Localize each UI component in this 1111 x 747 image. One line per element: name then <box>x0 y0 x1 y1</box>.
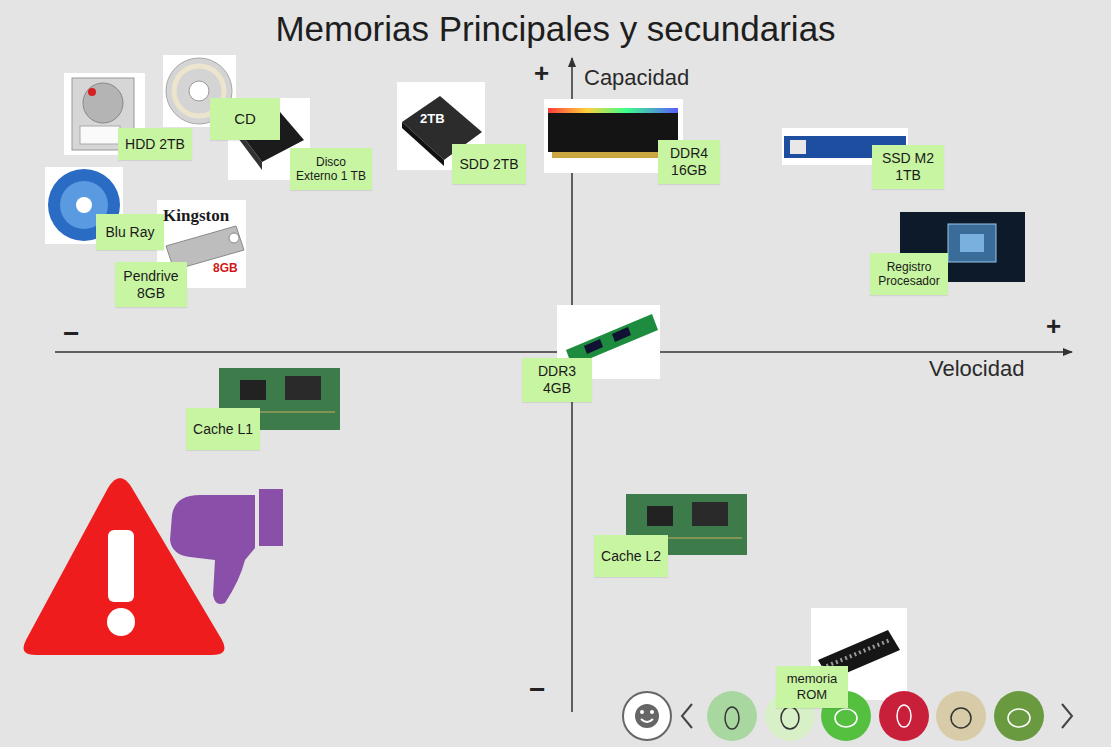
ddr3-picture-part <box>584 339 603 354</box>
note-text: Registro Procesador <box>874 260 944 289</box>
cd-picture-part <box>189 81 209 101</box>
toolbar-part <box>1062 704 1072 728</box>
axis-sign: − <box>63 320 79 348</box>
toolbar-part <box>781 707 799 729</box>
cache-l2-picture-part <box>692 502 728 526</box>
sticky-note: Cache L2 <box>594 535 668 577</box>
toolbar-part <box>951 708 971 728</box>
note-text: Cache L1 <box>193 421 253 438</box>
axes <box>55 58 1072 712</box>
sticky-note: SSD M2 1TB <box>872 145 944 189</box>
axis-sign: − <box>529 676 545 704</box>
hdd-picture-part <box>80 126 120 144</box>
toolbar-part <box>879 691 929 741</box>
note-text: Pendrive 8GB <box>119 268 183 302</box>
thumbs-down-icon-part <box>170 495 255 604</box>
sticky-note: DDR3 4GB <box>522 358 592 402</box>
toolbar-part <box>725 707 739 729</box>
bluray-picture-part <box>76 197 92 213</box>
cache-l1-picture-part <box>240 380 266 400</box>
note-text: Cache L2 <box>601 548 661 565</box>
m2-ssd-picture-part <box>790 140 806 154</box>
sticky-note: Registro Procesador <box>870 253 948 295</box>
thumbs-down-icon-part <box>259 489 283 546</box>
note-text: CD <box>234 110 256 128</box>
toolbar-part <box>897 705 911 727</box>
note-text: Blu Ray <box>105 224 154 241</box>
toolbar-part <box>650 710 654 714</box>
note-text: DDR3 4GB <box>526 363 588 397</box>
axis-sign: + <box>1046 313 1061 339</box>
note-text: memoria ROM <box>780 671 844 702</box>
sticky-note: HDD 2TB <box>118 128 192 160</box>
note-text: DDR4 16GB <box>662 145 716 179</box>
processor-picture-part <box>960 234 984 252</box>
sticky-note: memoria ROM <box>776 666 848 708</box>
toolbar-part <box>725 707 971 729</box>
ssd-picture-part <box>402 122 444 166</box>
toolbar-part <box>707 691 757 741</box>
sticky-note: Cache L1 <box>186 408 260 450</box>
note-text: SSD M2 1TB <box>876 150 940 184</box>
toolbar-part <box>623 692 671 740</box>
thumbs-down-icon <box>170 489 283 604</box>
toolbar-part <box>641 719 653 722</box>
capacity-text: 8GB <box>213 262 238 274</box>
note-text: HDD 2TB <box>125 136 185 153</box>
toolbar-part <box>835 705 1030 727</box>
hdd-picture-part <box>88 88 96 96</box>
warning-sign-part <box>108 530 134 602</box>
toolbar-part <box>682 704 692 728</box>
cache-l1-picture-part <box>285 376 321 400</box>
sticky-note: CD <box>210 98 280 140</box>
ddr3-picture-part <box>612 327 631 342</box>
ddr4-picture-part <box>552 152 674 158</box>
axis-sign: + <box>534 60 549 86</box>
sticky-note: SDD 2TB <box>452 144 526 184</box>
cache-l2-picture-part <box>647 506 673 526</box>
ddr4-picture-part <box>548 108 678 113</box>
capacity-text: 2TB <box>420 112 445 125</box>
sticky-note: Pendrive 8GB <box>115 262 187 307</box>
rom-chip-picture-part <box>822 640 890 668</box>
brand-text: Kingston <box>163 207 229 224</box>
hdd-picture-part <box>83 83 123 123</box>
toolbar-part <box>640 710 644 714</box>
sticky-note: Blu Ray <box>96 214 164 250</box>
note-text: SDD 2TB <box>459 156 518 173</box>
slide-title: Memorias Principales y secundarias <box>0 10 1111 49</box>
toolbar-part <box>835 709 857 727</box>
toolbar-part <box>994 691 1044 741</box>
warning-sign-part <box>107 608 135 636</box>
toolbar-part <box>1008 709 1030 727</box>
toolbar-part <box>936 691 986 741</box>
toolbar-part <box>635 704 659 728</box>
note-text: Disco Externo 1 TB <box>294 155 368 184</box>
processor-picture-part <box>948 224 996 262</box>
axis-title: Velocidad <box>929 358 1024 380</box>
pendrive-picture-part <box>229 233 239 243</box>
sticky-note: DDR4 16GB <box>658 140 720 184</box>
sticky-note: Disco Externo 1 TB <box>290 148 372 190</box>
axis-title: Capacidad <box>584 67 689 89</box>
